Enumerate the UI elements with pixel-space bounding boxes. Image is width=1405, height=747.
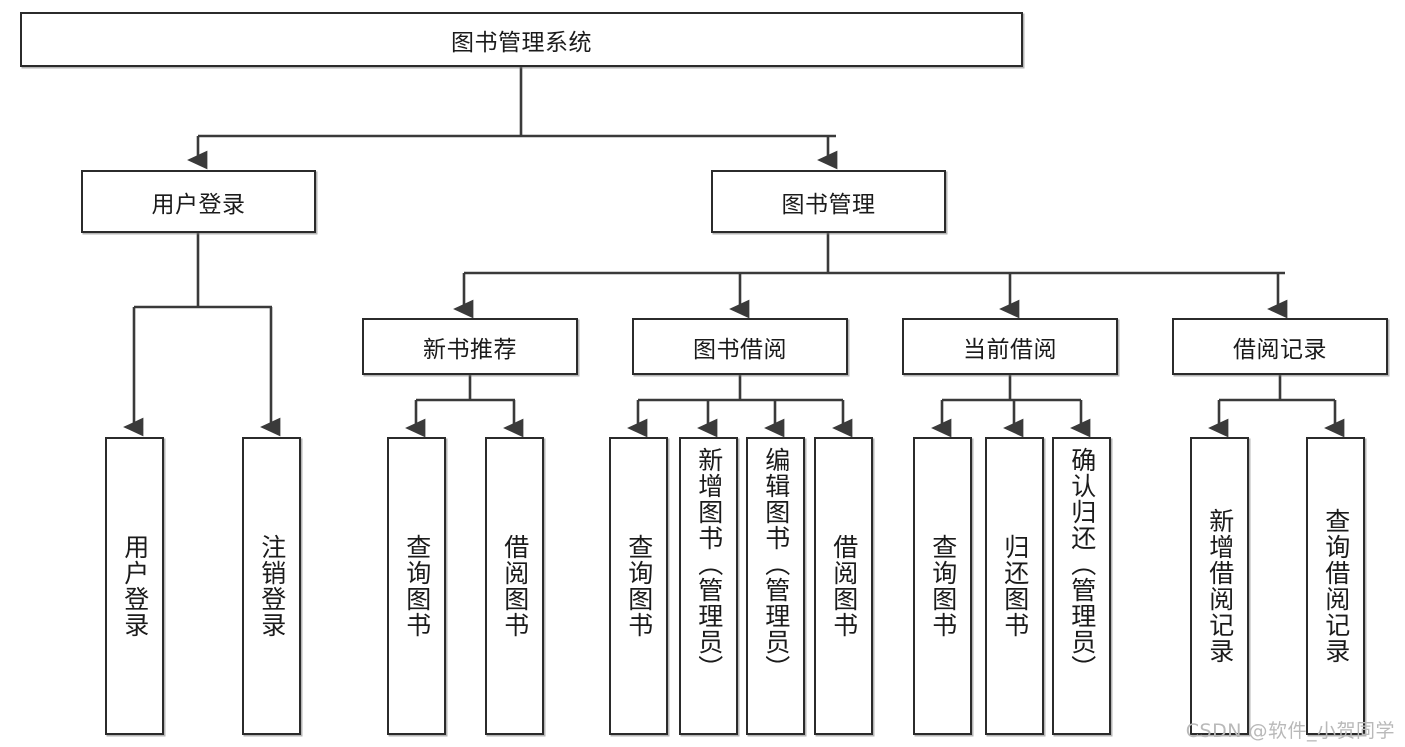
node-leaf-borrow-book-1[interactable]: 借阅图书 bbox=[485, 437, 544, 735]
node-leaf-borrow-book-1-label: 借阅图书 bbox=[500, 534, 530, 638]
node-current-borrow-label: 当前借阅 bbox=[963, 336, 1057, 363]
node-current-borrow[interactable]: 当前借阅 bbox=[902, 318, 1118, 375]
node-user-login-label: 用户登录 bbox=[151, 191, 246, 218]
node-new-book-recommend-label: 新书推荐 bbox=[423, 336, 517, 363]
node-leaf-query-book-3[interactable]: 查询图书 bbox=[913, 437, 972, 735]
node-leaf-edit-book-label: 编辑图书（管理员） bbox=[761, 447, 791, 681]
node-leaf-confirm-return-label: 确认归还（管理员） bbox=[1067, 447, 1097, 681]
csdn-watermark: CSDN @软件_小贺同学 bbox=[1185, 720, 1395, 742]
node-leaf-query-book-2[interactable]: 查询图书 bbox=[609, 437, 668, 735]
node-leaf-borrow-book-2-label: 借阅图书 bbox=[829, 534, 859, 638]
node-leaf-query-book-2-label: 查询图书 bbox=[624, 534, 654, 638]
node-leaf-logout[interactable]: 注销登录 bbox=[242, 437, 301, 735]
node-book-manage-label: 图书管理 bbox=[781, 191, 876, 218]
node-leaf-return-book-label: 归还图书 bbox=[1000, 534, 1030, 638]
node-book-borrow[interactable]: 图书借阅 bbox=[632, 318, 848, 375]
node-leaf-query-record[interactable]: 查询借阅记录 bbox=[1306, 437, 1365, 735]
node-borrow-record[interactable]: 借阅记录 bbox=[1172, 318, 1388, 375]
node-leaf-confirm-return[interactable]: 确认归还（管理员） bbox=[1052, 437, 1111, 735]
node-leaf-add-record-label: 新增借阅记录 bbox=[1205, 508, 1235, 664]
node-root-label: 图书管理系统 bbox=[451, 29, 592, 56]
node-user-login[interactable]: 用户登录 bbox=[81, 170, 316, 233]
node-leaf-query-book-1-label: 查询图书 bbox=[402, 534, 432, 638]
node-borrow-record-label: 借阅记录 bbox=[1233, 336, 1327, 363]
node-leaf-logout-label: 注销登录 bbox=[257, 534, 287, 638]
node-leaf-user-login-label: 用户登录 bbox=[120, 534, 150, 638]
node-leaf-query-book-3-label: 查询图书 bbox=[928, 534, 958, 638]
node-leaf-borrow-book-2[interactable]: 借阅图书 bbox=[814, 437, 873, 735]
node-leaf-query-book-1[interactable]: 查询图书 bbox=[387, 437, 446, 735]
node-root[interactable]: 图书管理系统 bbox=[20, 12, 1023, 67]
node-leaf-add-book[interactable]: 新增图书（管理员） bbox=[679, 437, 738, 735]
node-new-book-recommend[interactable]: 新书推荐 bbox=[362, 318, 578, 375]
node-leaf-add-book-label: 新增图书（管理员） bbox=[694, 447, 724, 681]
node-leaf-query-record-label: 查询借阅记录 bbox=[1321, 508, 1351, 664]
node-leaf-user-login[interactable]: 用户登录 bbox=[105, 437, 164, 735]
node-book-borrow-label: 图书借阅 bbox=[693, 336, 787, 363]
node-leaf-edit-book[interactable]: 编辑图书（管理员） bbox=[746, 437, 805, 735]
node-book-manage[interactable]: 图书管理 bbox=[711, 170, 946, 233]
node-leaf-return-book[interactable]: 归还图书 bbox=[985, 437, 1044, 735]
node-leaf-add-record[interactable]: 新增借阅记录 bbox=[1190, 437, 1249, 735]
